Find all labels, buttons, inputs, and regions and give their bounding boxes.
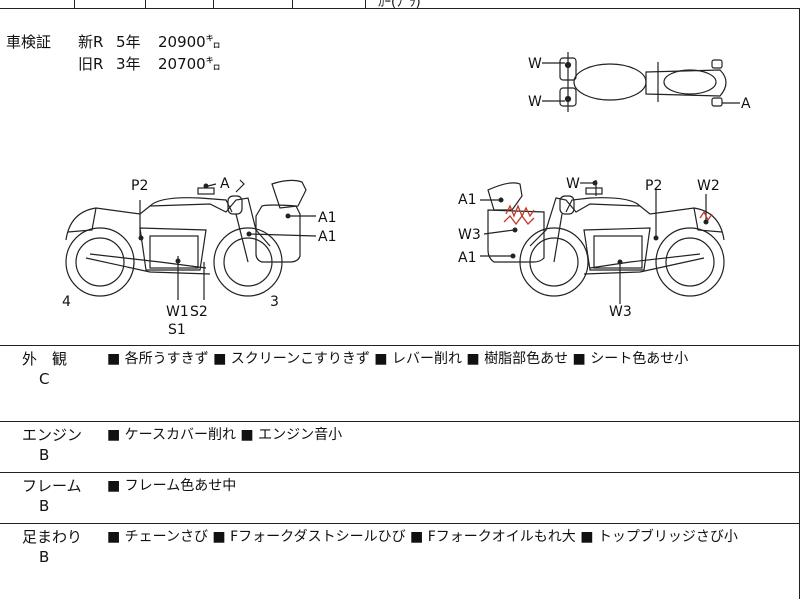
damage-marker <box>175 258 181 264</box>
section-grade: C <box>39 370 50 388</box>
right-p2-label: P2 <box>645 178 662 194</box>
damage-marker <box>592 180 598 186</box>
inspection-years: 3年 <box>116 55 141 73</box>
right-w-label: W <box>566 176 580 192</box>
left-p2-label: P2 <box>131 178 148 194</box>
section-notes: ■ フレーム色あせ中 <box>107 478 237 494</box>
inspection-type: 新R <box>78 33 104 51</box>
right-view-motorcycle <box>480 180 725 304</box>
section-suspension: 足まわり B ■ チェーンさび ■ Fフォークダストシールひび ■ Fフォークオ… <box>0 523 800 600</box>
left-view-motorcycle <box>65 179 317 300</box>
section-exterior: 外 観 C ■ 各所うすきず ■ スクリーンこすりきず ■ レバー削れ ■ 樹脂… <box>0 345 800 421</box>
left-a1-label-bottom: A1 <box>318 229 336 245</box>
damage-marker <box>653 235 659 241</box>
section-label: 足まわり <box>22 528 83 546</box>
top-table-strip: ｶｰ(ﾌﾞﾗ) <box>0 0 800 10</box>
damage-marker <box>246 231 252 237</box>
left-s2-label: S2 <box>190 304 208 320</box>
left-s1-label: S1 <box>168 322 186 338</box>
damage-marker <box>512 227 518 233</box>
inspection-title: 車検証 <box>6 33 52 51</box>
inspection-km: 20700㌔ <box>158 55 221 73</box>
left-w1-label: W1 <box>166 304 189 320</box>
inspection-row: 旧R 3年 20700㌔ <box>6 53 238 75</box>
inspection-certificate: 車検証 新R 5年 20900㌔ 旧R 3年 20700㌔ <box>6 31 238 75</box>
table-divider <box>292 0 293 8</box>
section-notes: ■ チェーンさび ■ Fフォークダストシールひび ■ Fフォークオイルもれ大 ■… <box>107 529 738 545</box>
right-w2-label: W2 <box>697 178 720 194</box>
section-engine: エンジン B ■ ケースカバー削れ ■ エンジン音小 <box>0 421 800 472</box>
inspection-type: 旧R <box>78 55 104 73</box>
section-notes: ■ ケースカバー削れ ■ エンジン音小 <box>107 427 343 443</box>
section-grade: B <box>39 446 50 464</box>
section-grade: B <box>39 497 50 515</box>
damage-marker <box>703 219 709 225</box>
inspection-row: 車検証 新R 5年 20900㌔ <box>6 31 238 53</box>
left-front-wheel-number: 3 <box>270 294 279 310</box>
section-label: 外 観 <box>22 350 68 368</box>
section-label: フレーム <box>22 477 82 495</box>
right-w3-label-left: W3 <box>458 227 481 243</box>
damage-marker <box>138 235 144 241</box>
right-a1-label-top: A1 <box>458 192 476 208</box>
damage-marker <box>203 183 209 189</box>
section-notes: ■ 各所うすきず ■ スクリーンこすりきず ■ レバー削れ ■ 樹脂部色あせ ■… <box>107 351 689 367</box>
top-view-motorcycle <box>542 52 740 112</box>
section-frame: フレーム B ■ フレーム色あせ中 <box>0 472 800 523</box>
table-divider <box>145 0 146 8</box>
damage-scribble <box>503 204 713 226</box>
table-divider <box>74 0 75 8</box>
table-divider <box>213 0 214 8</box>
left-a-label: A <box>220 176 230 192</box>
inspection-years: 5年 <box>116 33 141 51</box>
section-grade: B <box>39 548 50 566</box>
motorcycle-diagram: W W A <box>62 52 751 338</box>
top-a-label: A <box>741 96 751 112</box>
top-w-label-1: W <box>528 56 542 72</box>
damage-marker <box>617 259 623 265</box>
header-fragment: ｶｰ(ﾌﾞﾗ) <box>378 0 421 10</box>
damage-marker <box>285 213 291 219</box>
inspection-km: 20900㌔ <box>158 33 221 51</box>
top-w-label-2: W <box>528 94 542 110</box>
damage-marker <box>498 197 504 203</box>
right-a1-label-bottom: A1 <box>458 250 476 266</box>
left-rear-wheel-number: 4 <box>62 294 71 310</box>
right-w3-label-bottom: W3 <box>609 304 632 320</box>
damage-marker <box>510 253 516 259</box>
table-divider <box>365 0 366 8</box>
left-a1-label-top: A1 <box>318 210 336 226</box>
section-label: エンジン <box>22 426 83 444</box>
